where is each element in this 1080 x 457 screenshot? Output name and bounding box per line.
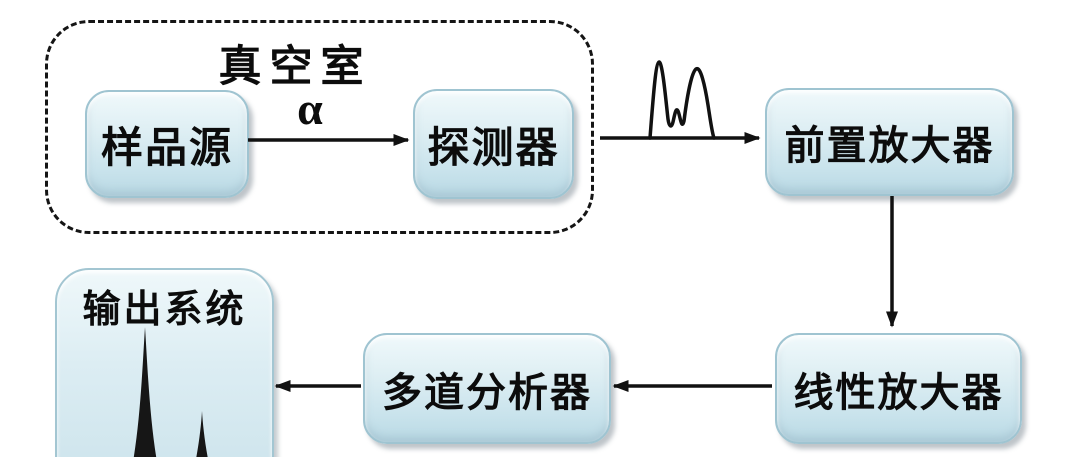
node-linear-amplifier-label: 线性放大器 [793, 369, 1004, 415]
vacuum-chamber-label: 真空室 [218, 44, 372, 91]
node-preamplifier: 前置放大器 [765, 88, 1014, 196]
node-multichannel-analyzer-label: 多道分析器 [382, 369, 592, 415]
edge-alpha-label: α [297, 83, 323, 134]
node-sample-source: 样品源 [85, 90, 249, 198]
spectrum-peaks-icon [133, 327, 208, 457]
pulse-waveform-icon [648, 60, 716, 140]
node-output-system: 输出系统 [55, 268, 274, 457]
node-multichannel-analyzer: 多道分析器 [363, 333, 611, 444]
node-output-system-label: 输出系统 [82, 289, 247, 331]
node-preamplifier-label: 前置放大器 [784, 123, 995, 168]
node-sample-source-label: 样品源 [100, 125, 233, 172]
vacuum-chamber-group [45, 20, 594, 234]
node-detector-label: 探测器 [427, 125, 560, 172]
node-linear-amplifier: 线性放大器 [775, 333, 1022, 444]
node-detector: 探测器 [413, 89, 574, 199]
